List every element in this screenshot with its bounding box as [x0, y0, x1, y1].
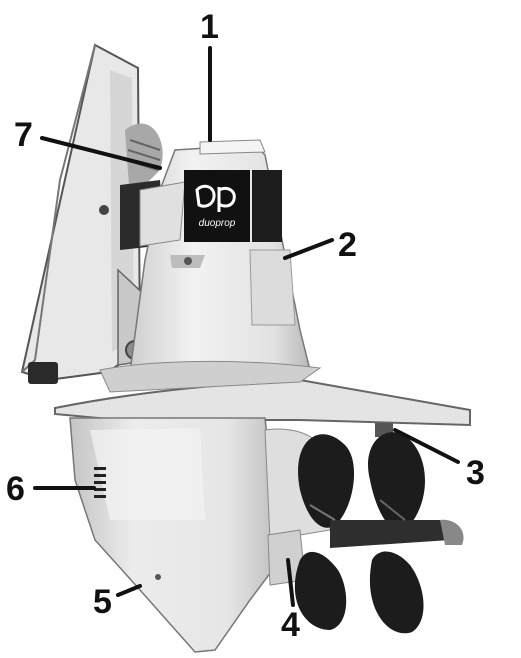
leader-7: [40, 136, 162, 170]
callout-6: 6: [6, 470, 25, 508]
brand-logo-text: duoprop: [199, 218, 236, 229]
leader-4: [286, 558, 295, 607]
callout-7: 7: [14, 116, 33, 154]
brand-logo-plate: duoprop: [184, 170, 250, 242]
callout-numbers: 1 2 3 4 5 6 7: [6, 8, 485, 644]
callout-4: 4: [281, 606, 300, 644]
callout-leaders: [33, 46, 460, 607]
leader-2: [283, 238, 334, 260]
leader-5: [116, 584, 142, 597]
lower-gear-case: [69, 417, 331, 653]
callout-3: 3: [466, 454, 485, 492]
callout-5: 5: [93, 583, 112, 621]
callout-1: 1: [200, 8, 219, 46]
leader-3: [393, 428, 460, 464]
water-intake-slots: [94, 467, 106, 498]
anti-ventilation-plate: [54, 360, 471, 437]
callout-2: 2: [338, 226, 357, 264]
twin-propellers: [294, 432, 464, 634]
